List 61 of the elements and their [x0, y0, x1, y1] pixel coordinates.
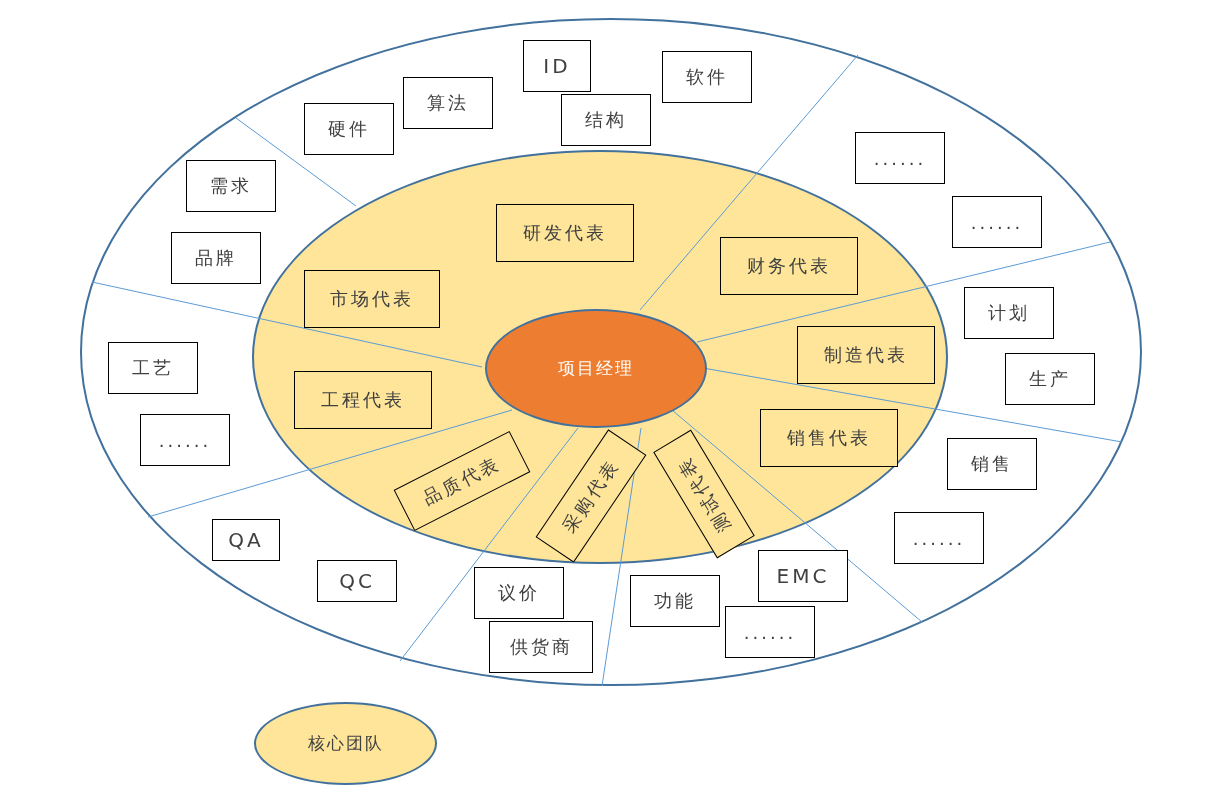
role-box — [797, 326, 935, 384]
role-box — [304, 270, 440, 328]
node-label: 功能 — [654, 589, 696, 613]
role-box — [304, 103, 394, 155]
node-label: 制造代表 — [824, 343, 908, 367]
role-box — [630, 575, 720, 627]
node-label: QC — [339, 569, 375, 593]
node-label: 供货商 — [509, 635, 573, 659]
node-label: 议价 — [498, 581, 540, 605]
node-label: 需求 — [210, 174, 252, 198]
role-box — [964, 287, 1054, 339]
role-box — [496, 204, 634, 262]
role-box — [186, 160, 276, 212]
node-label: 销售 — [971, 452, 1013, 476]
role-box — [758, 550, 848, 602]
node-label: 品质代表 — [419, 451, 505, 511]
role-box — [855, 132, 945, 184]
node-label: ...... — [743, 621, 797, 643]
role-box — [523, 40, 591, 92]
role-box — [947, 438, 1037, 490]
role-box — [317, 560, 397, 602]
node-label: 项目经理 — [558, 357, 634, 380]
role-box — [894, 512, 984, 564]
node-label: EMC — [776, 564, 830, 588]
node-label: 软件 — [686, 65, 728, 89]
node-label: QA — [228, 528, 264, 552]
node-label: 研发代表 — [523, 221, 607, 245]
node-label: 工艺 — [132, 356, 174, 380]
node-label: 采购代表 — [557, 454, 624, 538]
role-box — [561, 94, 651, 146]
role-box — [140, 414, 230, 466]
node-label: 销售代表 — [787, 426, 871, 450]
node-label: 硬件 — [328, 117, 370, 141]
node-label: 市场代表 — [330, 287, 414, 311]
role-box — [662, 51, 752, 103]
role-box — [212, 519, 280, 561]
role-box — [489, 621, 593, 673]
node-label: 品牌 — [195, 246, 237, 270]
role-box — [294, 371, 432, 429]
node-label: 生产 — [1029, 367, 1071, 391]
node-label: 算法 — [427, 91, 469, 115]
role-box — [760, 409, 898, 467]
legend-label: 核心团队 — [307, 732, 384, 755]
role-box — [474, 567, 564, 619]
node-label: ...... — [912, 527, 966, 549]
role-box — [952, 196, 1042, 248]
role-box — [108, 342, 198, 394]
role-box — [171, 232, 261, 284]
node-label: 结构 — [585, 108, 627, 132]
node-label: 计划 — [988, 301, 1030, 325]
node-label: ...... — [158, 429, 212, 451]
node-label: ID — [543, 54, 571, 78]
node-label: 测试代表 — [672, 451, 736, 537]
node-label: 财务代表 — [747, 254, 831, 278]
role-box — [403, 77, 493, 129]
node-label: ...... — [873, 147, 927, 169]
role-box — [720, 237, 858, 295]
node-label: ...... — [970, 211, 1024, 233]
role-box — [1005, 353, 1095, 405]
node-label: 工程代表 — [321, 388, 405, 412]
role-box — [725, 606, 815, 658]
